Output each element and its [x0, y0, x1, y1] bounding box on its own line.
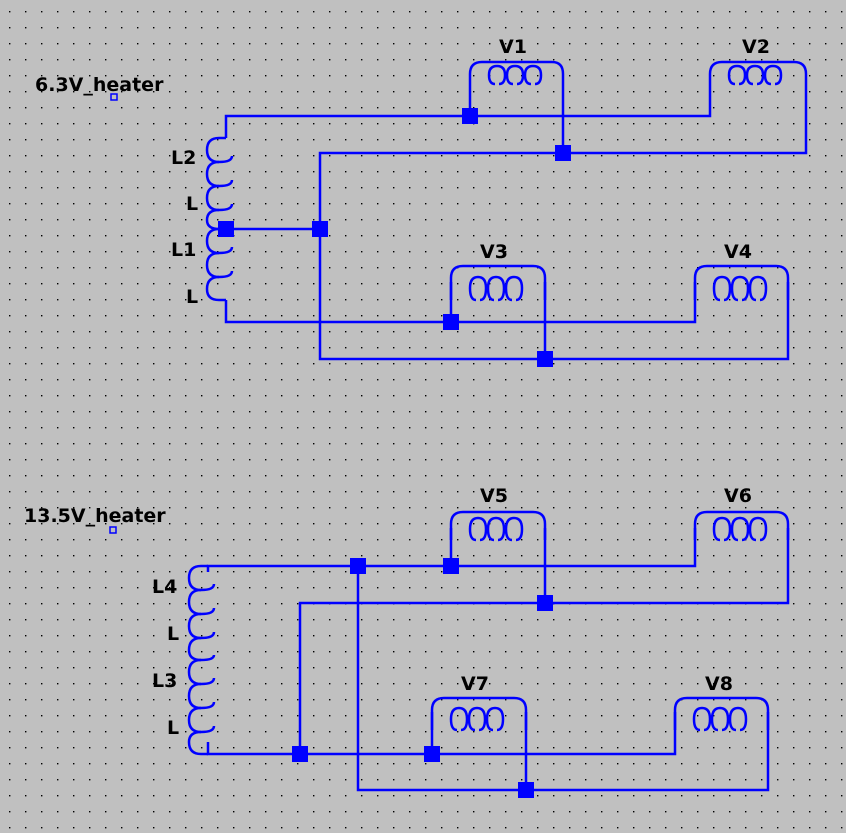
component-label: L — [167, 717, 179, 739]
component-label: V4 — [724, 241, 752, 263]
wire[interactable] — [543, 528, 790, 605]
component-label: V7 — [461, 673, 489, 695]
net-flag[interactable] — [109, 526, 117, 534]
junction[interactable] — [218, 221, 234, 237]
filament-v8[interactable] — [673, 696, 770, 732]
junction[interactable] — [292, 746, 308, 762]
wire[interactable] — [470, 84, 712, 118]
filament-v2[interactable] — [708, 60, 808, 86]
junction[interactable] — [518, 782, 534, 798]
component-label: L — [186, 193, 198, 215]
filament-v6[interactable] — [693, 510, 790, 542]
component-label: L4 — [152, 576, 177, 598]
junction[interactable] — [443, 314, 459, 330]
junction[interactable] — [537, 595, 553, 611]
junction[interactable] — [555, 145, 571, 161]
component-label: L2 — [171, 147, 196, 169]
component-label: V1 — [499, 36, 527, 58]
component-label: L — [186, 286, 198, 308]
component-label: V6 — [724, 485, 752, 507]
component-label: V5 — [480, 485, 508, 507]
component-label: L — [167, 623, 179, 645]
filament-v1[interactable] — [468, 60, 565, 86]
component-label: V3 — [480, 241, 508, 263]
net-flag[interactable] — [110, 93, 118, 101]
junction[interactable] — [350, 558, 366, 574]
junction[interactable] — [537, 351, 553, 367]
wire[interactable] — [561, 84, 808, 155]
net-label: 13.5V_heater — [24, 505, 166, 527]
junction[interactable] — [424, 746, 440, 762]
wire[interactable] — [318, 151, 790, 361]
junction[interactable] — [312, 221, 328, 237]
filament-v4[interactable] — [693, 264, 790, 302]
filament-v5[interactable] — [449, 510, 547, 542]
component-label: V2 — [742, 36, 770, 58]
component-label: L3 — [152, 670, 177, 692]
filament-v3[interactable] — [449, 264, 547, 302]
wire[interactable] — [224, 84, 472, 138]
transformer-coil[interactable] — [205, 136, 234, 302]
junction[interactable] — [462, 108, 478, 124]
component-label: L1 — [171, 239, 196, 261]
filament-v7[interactable] — [430, 696, 528, 732]
circuit-6v3: 6.3V_heater V1 V2 V3 V4 L2 L L1 L — [35, 36, 808, 367]
transformer-coil[interactable] — [187, 564, 216, 756]
wire[interactable] — [298, 601, 545, 754]
component-label: V8 — [705, 673, 733, 695]
net-label: 6.3V_heater — [35, 74, 164, 96]
junction[interactable] — [443, 558, 459, 574]
circuit-13v5: 13.5V_heater V5 V6 V7 V8 L4 L L3 L — [24, 485, 790, 798]
